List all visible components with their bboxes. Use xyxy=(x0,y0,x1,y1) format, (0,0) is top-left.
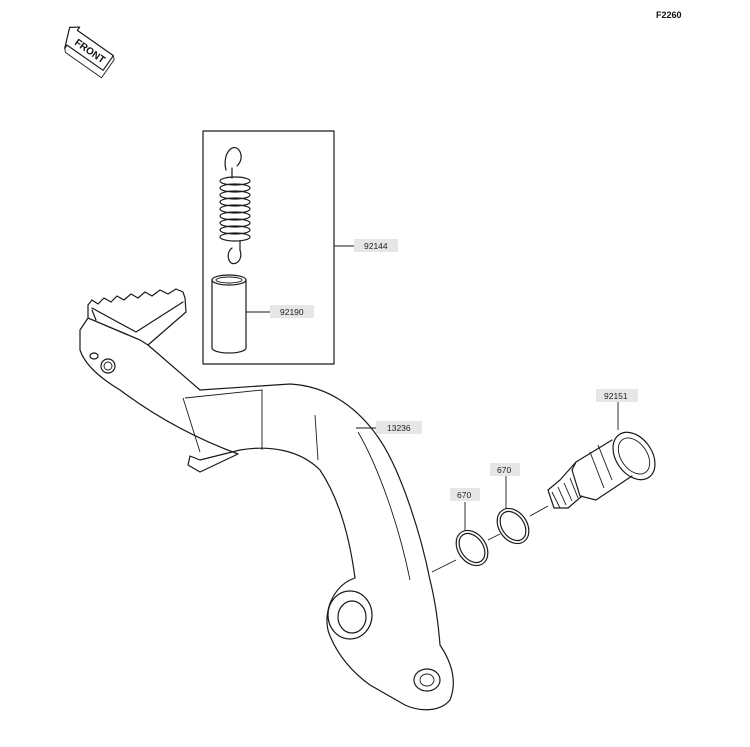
svg-text:92151: 92151 xyxy=(604,391,628,401)
label-92190: 92190 xyxy=(270,305,314,318)
label-670-right: 670 xyxy=(490,463,520,476)
brake-pedal-arm xyxy=(79,288,454,711)
pivot-bolt xyxy=(547,431,656,509)
spring-collar xyxy=(211,274,247,354)
label-13236: 13236 xyxy=(376,421,422,434)
label-670-left: 670 xyxy=(450,488,480,501)
return-spring xyxy=(219,147,251,265)
spring-kit-box xyxy=(202,130,335,365)
front-arrow-icon: FRONT xyxy=(64,26,115,79)
diagram-code: F2260 xyxy=(656,10,682,20)
svg-text:670: 670 xyxy=(457,490,471,500)
svg-text:92190: 92190 xyxy=(280,307,304,317)
svg-text:670: 670 xyxy=(497,465,511,475)
svg-text:92144: 92144 xyxy=(364,241,388,251)
label-92144: 92144 xyxy=(354,239,398,252)
label-92151: 92151 xyxy=(596,389,638,402)
svg-text:13236: 13236 xyxy=(387,423,411,433)
o-ring-right xyxy=(496,507,530,545)
o-ring-left xyxy=(455,529,489,567)
